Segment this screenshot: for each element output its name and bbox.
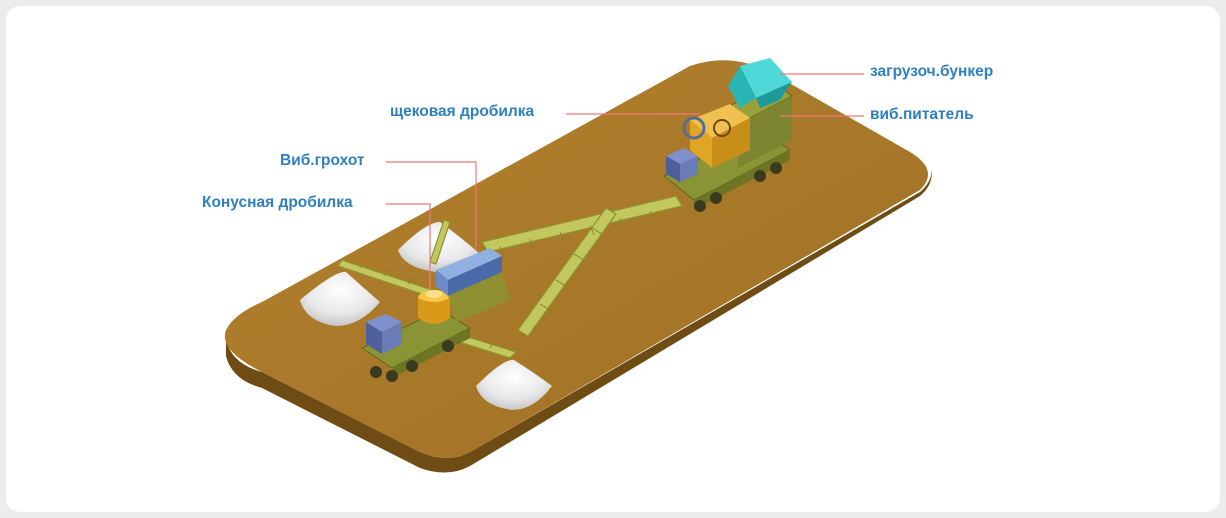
vibrating-screen: [436, 248, 510, 322]
feed-hopper: [728, 58, 792, 108]
leader-cone-crusher: [386, 203, 431, 290]
conveyor-return: [517, 207, 617, 337]
sand-pile: [476, 359, 552, 410]
wheels: [694, 162, 782, 212]
jaw-crusher: [682, 104, 750, 168]
motor-box: [666, 148, 698, 182]
motor-box: [366, 314, 402, 354]
label-hopper: загрузоч.бункер: [870, 63, 994, 80]
sand-pile: [300, 271, 380, 326]
label-screen: Виб.грохот: [280, 152, 365, 169]
leader-screen: [386, 161, 477, 250]
primary-station: [663, 58, 793, 212]
wheels: [370, 340, 454, 382]
label-cone-crusher: Конусная дробилка: [202, 194, 353, 211]
conveyor-top: [429, 219, 451, 265]
label-feeder: виб.питатель: [870, 106, 974, 123]
cone-crusher: [418, 290, 450, 324]
secondary-station: [360, 248, 510, 382]
leader-lines: [386, 73, 864, 290]
label-jaw-crusher: щековая дробилка: [390, 103, 535, 120]
conveyor-rungs: [359, 210, 655, 349]
